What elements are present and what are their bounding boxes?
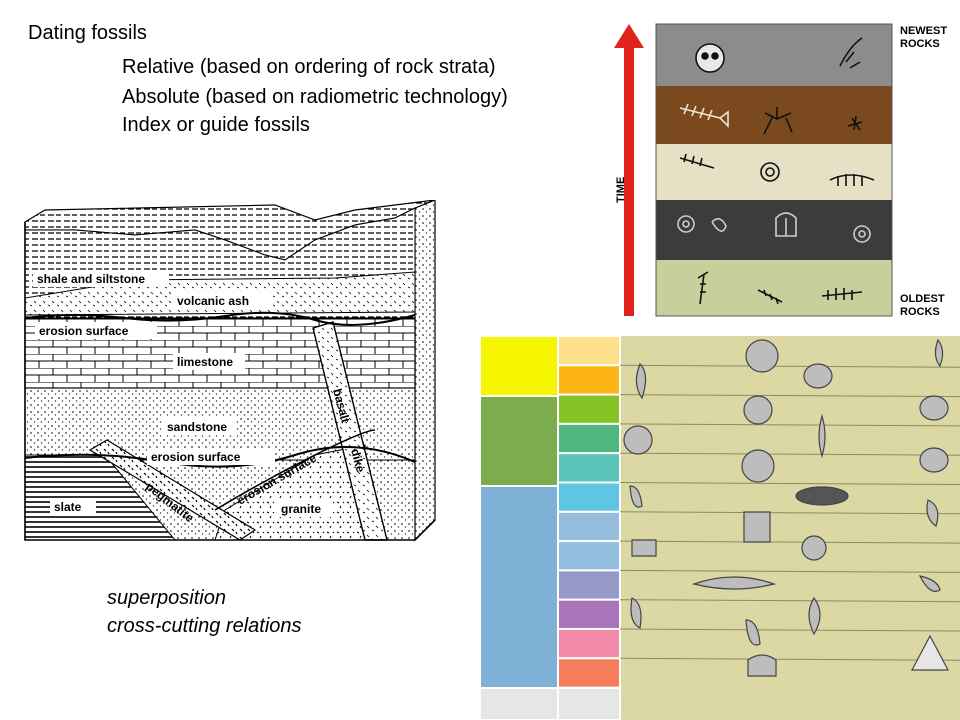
leaf-shell-fossil-icon bbox=[629, 485, 643, 508]
index-fossil-chart bbox=[480, 336, 960, 720]
era-cell bbox=[480, 485, 559, 689]
rock-strata-time-column: TIME bbox=[614, 23, 947, 318]
time-arrow-shaft bbox=[624, 40, 634, 316]
period-cell bbox=[557, 393, 621, 425]
era-cell bbox=[480, 336, 559, 397]
fish-skeleton-large-fossil-icon bbox=[829, 174, 875, 186]
ammonite-ribbed-fossil-icon bbox=[743, 395, 773, 425]
period-boundary-line bbox=[619, 628, 960, 632]
period-cell bbox=[557, 598, 621, 631]
era-column bbox=[480, 336, 559, 720]
fern-fossil-icon bbox=[757, 289, 783, 305]
label-slate: slate bbox=[54, 500, 82, 514]
principle-superposition: superposition bbox=[107, 587, 226, 609]
period-cell bbox=[557, 481, 621, 513]
label-granite: granite bbox=[281, 502, 321, 516]
bird-fossil-icon bbox=[839, 37, 863, 69]
label-volcanic-ash: volcanic ash bbox=[177, 294, 249, 308]
ammonite-fossil-icon bbox=[760, 162, 780, 182]
gastropod-fossil-icon bbox=[934, 338, 944, 368]
fish-fossil-icon bbox=[679, 153, 715, 169]
oldest-rocks-label-line1: OLDEST bbox=[900, 293, 945, 305]
period-cell bbox=[557, 422, 621, 455]
teardrop-shell-fossil-icon bbox=[808, 596, 821, 636]
period-boundary-line bbox=[619, 657, 960, 661]
scallop-fossil-icon bbox=[745, 339, 779, 373]
label-shale-siltstone: shale and siltstone bbox=[37, 272, 145, 286]
spindle-shell-fossil-icon bbox=[635, 362, 647, 400]
era-cell bbox=[480, 687, 559, 720]
clam-fossil-icon bbox=[803, 363, 833, 389]
ammonite-right-fossil-icon bbox=[853, 225, 871, 243]
period-boundary-line bbox=[619, 423, 960, 427]
time-axis-label: TIME bbox=[615, 177, 627, 203]
period-boundary-line bbox=[619, 482, 960, 485]
cephalopod-fossil-icon bbox=[918, 575, 941, 592]
principle-cross-cutting: cross-cutting relations bbox=[107, 615, 302, 637]
bullet-index-fossils: Index or guide fossils bbox=[122, 114, 310, 136]
period-cell bbox=[557, 510, 621, 543]
oyster-fossil-icon bbox=[919, 395, 949, 421]
block-diagram: shale and siltstone volcanic ash erosion… bbox=[24, 200, 436, 542]
period-boundary-line bbox=[619, 364, 960, 368]
period-cell bbox=[557, 540, 621, 572]
spiriferid-fossil-icon bbox=[691, 576, 777, 590]
frog-fossil-icon bbox=[763, 107, 793, 135]
period-cell bbox=[557, 336, 621, 367]
ammonite-small-fossil-icon bbox=[677, 215, 695, 233]
brachiopod-fossil-icon bbox=[711, 218, 727, 232]
fish-skeleton-fossil-icon bbox=[679, 103, 729, 128]
trilobite-fossil-icon bbox=[747, 654, 777, 677]
period-boundary-line bbox=[619, 540, 960, 544]
coiled-ammonite-fossil-icon bbox=[623, 425, 653, 455]
period-boundary-line bbox=[619, 511, 960, 515]
period-boundary-line bbox=[619, 569, 960, 573]
stratum-1 bbox=[656, 24, 892, 86]
label-sandstone: sandstone bbox=[167, 420, 227, 434]
bullet-absolute-dating: Absolute (based on radiometric technolog… bbox=[122, 86, 508, 108]
period-cell bbox=[557, 452, 621, 484]
brachiopod-shell-fossil-icon bbox=[919, 447, 949, 473]
period-cell bbox=[557, 687, 621, 720]
period-cell bbox=[557, 628, 621, 660]
oldest-rocks-label-line2: ROCKS bbox=[900, 306, 940, 318]
period-column bbox=[557, 336, 621, 720]
period-cell bbox=[557, 569, 621, 601]
large-ammonite-fossil-icon bbox=[741, 449, 775, 483]
era-cell bbox=[480, 395, 559, 487]
stratum-5 bbox=[656, 260, 892, 316]
label-erosion-surface-lower: erosion surface bbox=[151, 450, 241, 464]
trilobite-fossil-icon bbox=[775, 212, 797, 237]
label-limestone: limestone bbox=[177, 355, 233, 369]
newest-rocks-label-line1: NEWEST bbox=[900, 25, 947, 37]
bullet-relative-dating: Relative (based on ordering of rock stra… bbox=[122, 56, 496, 78]
graptolite-fossil-icon bbox=[630, 597, 642, 629]
period-cell bbox=[557, 364, 621, 396]
insect-fossil-icon bbox=[847, 115, 863, 131]
conical-fossil-icon bbox=[911, 634, 949, 671]
strata-bands bbox=[656, 24, 892, 316]
belemnite-fossil-icon bbox=[818, 413, 826, 459]
period-boundary-line bbox=[619, 599, 960, 603]
plant-fossil-icon bbox=[821, 288, 863, 300]
period-cell bbox=[557, 657, 621, 689]
skull-fossil-icon bbox=[695, 43, 725, 73]
time-arrow-head bbox=[614, 24, 644, 48]
slide-title: Dating fossils bbox=[28, 22, 147, 44]
crinoid-fossil-icon bbox=[697, 271, 709, 305]
small-trilobite-fossil-icon bbox=[745, 619, 761, 646]
label-erosion-surface-upper: erosion surface bbox=[39, 324, 129, 338]
horn-coral-fossil-icon bbox=[926, 499, 939, 527]
period-boundary-line bbox=[619, 452, 960, 456]
label-dike: dike bbox=[348, 447, 368, 474]
trilobite-segment-fossil-icon bbox=[743, 511, 771, 543]
sponge-fossil-icon bbox=[631, 539, 657, 557]
stratum-4 bbox=[656, 200, 892, 260]
fusulinid-fossil-icon bbox=[795, 486, 849, 506]
period-boundary-line bbox=[619, 394, 960, 398]
newest-rocks-label-line2: ROCKS bbox=[900, 38, 940, 50]
stratum-2 bbox=[656, 86, 892, 144]
snail-fossil-icon bbox=[801, 535, 827, 561]
fossil-range-background bbox=[620, 336, 960, 720]
